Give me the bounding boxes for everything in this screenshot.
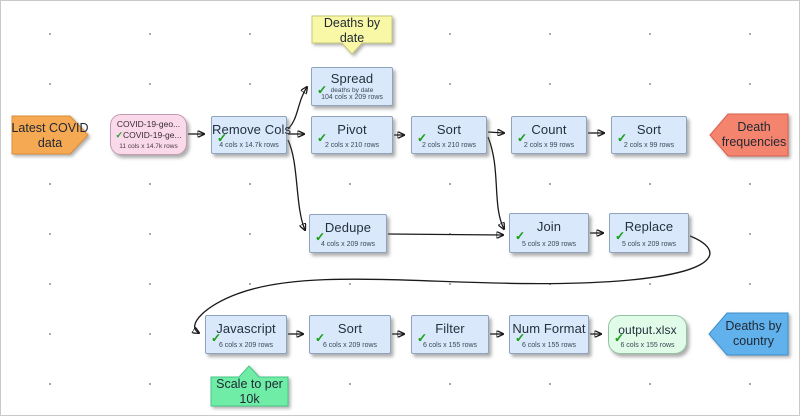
node-stats: 6 cols x 209 rows	[218, 342, 274, 349]
node-stats: 2 cols x 210 rows	[324, 142, 380, 149]
node-sort-2[interactable]: ✓ Sort 2 cols x 99 rows	[611, 116, 687, 154]
node-title: Pivot	[337, 122, 367, 137]
check-icon: ✓	[517, 131, 528, 146]
node-stats: 6 cols x 209 rows	[322, 342, 378, 349]
check-icon: ✓	[115, 129, 123, 140]
node-title: Dedupe	[324, 220, 372, 235]
node-stats: 5 cols x 209 rows	[521, 241, 577, 248]
node-stats: 6 cols x 155 rows	[521, 342, 577, 349]
node-stats: 6 cols x 155 rows	[620, 342, 675, 349]
node-javascript[interactable]: ✓ Javascript 6 cols x 209 rows	[205, 315, 287, 354]
check-icon: ✓	[315, 330, 326, 345]
node-stats: 4 cols x 209 rows	[320, 241, 376, 248]
note-down-pointer-shape	[311, 15, 393, 55]
check-icon: ✓	[211, 330, 222, 345]
edge-removecols-dedupe[interactable]	[287, 139, 305, 230]
right-arrow-pentagon	[11, 115, 89, 155]
check-icon: ✓	[515, 330, 526, 345]
node-title: output.xlsx	[618, 323, 677, 337]
node-stats: 104 cols x 209 rows	[321, 94, 383, 101]
source-file-name: COVID-19-geo...	[116, 119, 181, 129]
node-title: Num Format	[512, 321, 586, 336]
node-count[interactable]: ✓ Count 2 cols x 99 rows	[511, 116, 587, 154]
input-label-text: Latest COVID data	[11, 121, 89, 150]
node-num-format[interactable]: ✓ Num Format 6 cols x 155 rows	[509, 315, 589, 354]
node-sub-label: deaths by date	[330, 87, 374, 94]
node-stats: 5 cols x 209 rows	[621, 241, 677, 248]
node-dedupe[interactable]: ✓ Dedupe 4 cols x 209 rows	[309, 214, 387, 253]
note-deaths-by-date[interactable]: Deaths by date	[311, 15, 393, 55]
node-sort-3[interactable]: ✓ Sort 6 cols x 209 rows	[309, 315, 391, 354]
check-icon: ✓	[515, 228, 526, 243]
node-title: Count	[531, 122, 567, 137]
check-icon: ✓	[315, 229, 326, 244]
note-text: Deaths by date	[323, 16, 381, 45]
node-pivot[interactable]: ✓ Pivot 2 cols x 210 rows	[311, 116, 393, 154]
death-frequencies-label-shape[interactable]: Death frequencies	[707, 113, 789, 157]
node-title: Filter	[435, 321, 465, 336]
node-title: Remove Cols	[212, 122, 292, 137]
check-icon: ✓	[417, 330, 428, 345]
node-stats: 2 cols x 99 rows	[523, 142, 575, 149]
node-source-file[interactable]: COVID-19-geo... ✓COVID-19-ge... 11 cols …	[110, 114, 187, 155]
node-sort-1[interactable]: ✓ Sort 2 cols x 210 rows	[411, 116, 487, 154]
check-icon: ✓	[614, 330, 625, 345]
left-arrow-pentagon	[709, 113, 789, 157]
edge-replace-javascript[interactable]	[195, 235, 711, 333]
left-arrow-pentagon	[708, 312, 789, 356]
node-stats: 2 cols x 210 rows	[421, 142, 477, 149]
deaths-by-country-text: Deaths by country	[725, 319, 782, 348]
node-title: Spread	[330, 71, 374, 86]
node-replace[interactable]: ✓ Replace 5 cols x 209 rows	[609, 213, 689, 253]
node-title: Join	[536, 219, 562, 234]
deaths-by-country-label-shape[interactable]: Deaths by country	[706, 312, 789, 356]
node-remove-cols[interactable]: ✓ Remove Cols 4 cols x 14.7k rows	[211, 116, 292, 154]
node-spread[interactable]: ✓ Spread deaths by date 104 cols x 209 r…	[311, 67, 393, 106]
edge-sort-count[interactable]	[487, 132, 504, 133]
note-up-pointer-shape	[210, 365, 289, 407]
node-stats: 2 cols x 99 rows	[623, 142, 675, 149]
node-stats: 4 cols x 14.7k rows	[219, 142, 279, 149]
note-scale[interactable]: Scale to per 10k	[210, 365, 289, 407]
source-file-alias: COVID-19-ge...	[122, 129, 182, 140]
note-text: Scale to per 10k	[216, 377, 283, 406]
node-stats: 11 cols x 14.7k rows	[119, 142, 178, 150]
node-title: Sort	[436, 122, 462, 137]
node-join[interactable]: ✓ Join 5 cols x 209 rows	[509, 213, 589, 253]
edge-sort-join[interactable]	[487, 136, 504, 229]
check-icon: ✓	[615, 228, 626, 243]
node-title: Replace	[624, 219, 674, 234]
input-label-shape[interactable]: Latest COVID data	[11, 115, 89, 155]
check-icon: ✓	[417, 131, 428, 146]
node-output-xlsx[interactable]: ✓ output.xlsx 6 cols x 155 rows	[608, 315, 687, 354]
node-title: Javascript	[216, 321, 276, 336]
node-title: Sort	[636, 122, 662, 137]
node-filter[interactable]: ✓ Filter 6 cols x 155 rows	[411, 315, 489, 354]
check-icon: ✓	[317, 131, 328, 146]
check-icon: ✓	[217, 131, 228, 146]
edge-removecols-spread[interactable]	[287, 87, 307, 130]
check-icon: ✓	[617, 131, 628, 146]
check-icon: ✓	[317, 82, 328, 97]
node-title: Sort	[337, 321, 363, 336]
death-frequencies-text: Death frequencies	[721, 120, 787, 149]
node-stats: 6 cols x 155 rows	[422, 342, 478, 349]
edge-dedupe-join[interactable]	[387, 234, 503, 235]
